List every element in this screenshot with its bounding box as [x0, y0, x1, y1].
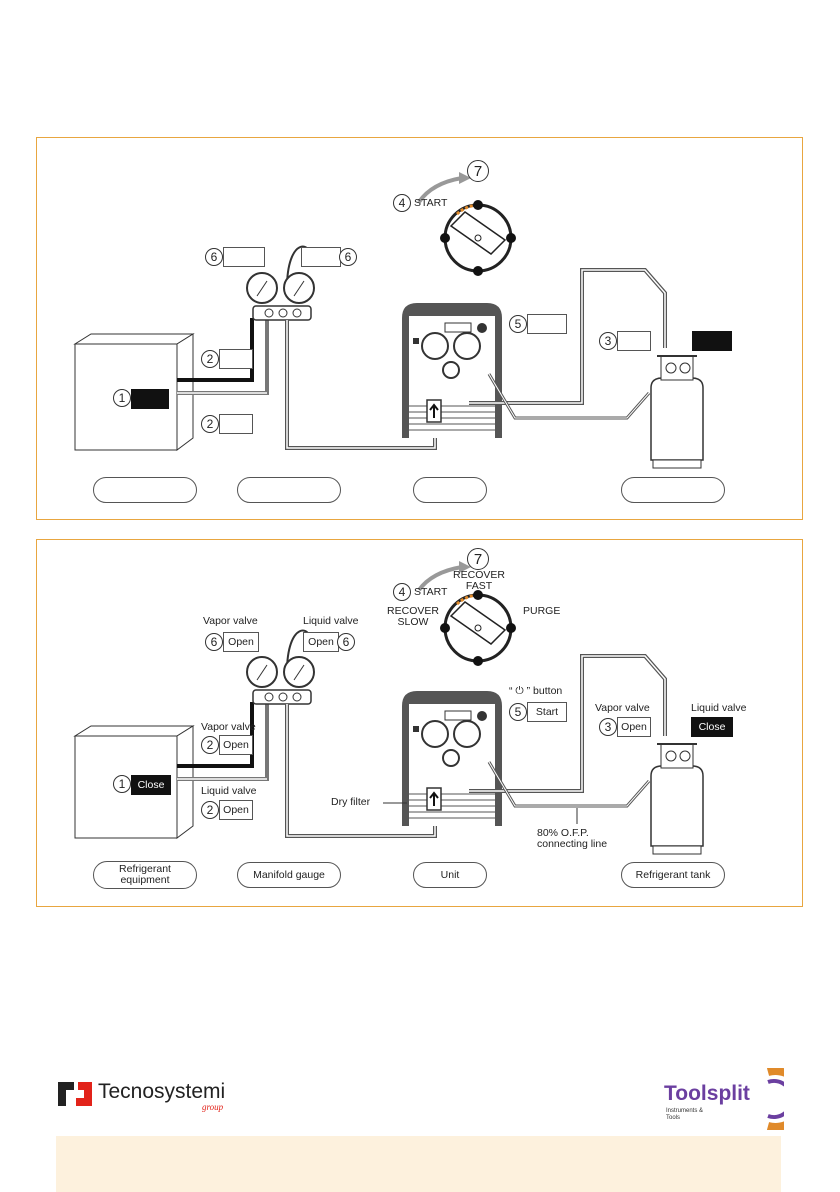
- vapor-open-box-top: [219, 349, 253, 369]
- tank-liquid-box-top: [692, 331, 732, 351]
- step-6-marker-right: 6: [339, 248, 357, 266]
- recovery-unit: [402, 303, 502, 438]
- vapor-valve-box-top: [223, 247, 265, 267]
- step-7-marker: 7: [467, 548, 489, 570]
- diagram-graphics-top: [73, 172, 704, 469]
- refrigerant-tank: [650, 743, 704, 855]
- unit-pill: Unit: [413, 862, 487, 888]
- start-label: START: [414, 586, 448, 598]
- step-7-marker: 7: [467, 160, 489, 182]
- mode-dial: [440, 590, 516, 666]
- diagram-graphics-bottom: [73, 561, 704, 855]
- toolsplit-wordmark: Toolsplit: [664, 1082, 750, 1105]
- step-2-marker-vapor: 2: [201, 350, 219, 368]
- step-4-marker: 4: [393, 194, 411, 212]
- dry-filter-label: Dry filter: [331, 796, 371, 808]
- step-1-marker: 1: [113, 775, 131, 793]
- footer-band: [56, 1136, 781, 1192]
- step-6-marker-left: 6: [205, 248, 223, 266]
- manifold-liquid-open-box: Open: [303, 632, 339, 652]
- manifold-gauge-pill: Manifold gauge: [237, 862, 341, 888]
- step-4-marker: 4: [393, 583, 411, 601]
- step-1-marker: 1: [113, 389, 131, 407]
- equipment-pill-4-top: [621, 477, 725, 503]
- manifold-vapor-valve-label: Vapor valve: [203, 615, 258, 627]
- tecnosystemi-wordmark: Tecnosystemi: [98, 1080, 226, 1103]
- tank-vapor-box-top: [617, 331, 651, 351]
- liquid-valve-box-top: [301, 247, 341, 267]
- step-2-marker-liquid: 2: [201, 801, 219, 819]
- close-box-top: [131, 389, 169, 409]
- equipment-pill-1-top: [93, 477, 197, 503]
- equipment-vapor-open-box: Open: [219, 735, 253, 755]
- equipment-liquid-valve-label: Liquid valve: [201, 785, 257, 797]
- purge-label: PURGE: [523, 605, 561, 617]
- ofp-line-label: 80% O.F.P. connecting line: [537, 827, 608, 850]
- tank-vapor-valve-label: Vapor valve: [595, 702, 650, 714]
- mode-dial: [440, 200, 516, 276]
- diagram-panel-bottom: 7 RECOVER FAST 4 START RECOVER SLOW PURG…: [36, 539, 803, 907]
- equipment-vapor-valve-label: Vapor valve: [201, 721, 256, 733]
- start-box: Start: [527, 702, 567, 722]
- manifold-vapor-open-box: Open: [223, 632, 259, 652]
- tecnosystemi-logo: Tecnosystemi group: [56, 1076, 246, 1112]
- step-5-marker: 5: [509, 703, 527, 721]
- equipment-liquid-open-box: Open: [219, 800, 253, 820]
- recovery-unit: [402, 691, 502, 826]
- tecnosystemi-mark-icon: [58, 1082, 92, 1106]
- recover-fast-label: RECOVER FAST: [453, 569, 505, 592]
- step-6-marker-right: 6: [337, 633, 355, 651]
- power-button-label: “ ⏻ ” button: [509, 685, 563, 697]
- refrigerant-equipment-pill: Refrigerant equipment: [93, 861, 197, 889]
- equipment-pill-2-top: [237, 477, 341, 503]
- step-3-marker: 3: [599, 332, 617, 350]
- start-box-top: [527, 314, 567, 334]
- diagram-panel-top: 7 4 START 6 6 2 2 1 5 3: [36, 137, 803, 520]
- toolsplit-logo: Toolsplit Instruments & Tools: [664, 1068, 784, 1130]
- manifold-liquid-valve-label: Liquid valve: [303, 615, 359, 627]
- start-label: START: [414, 197, 448, 209]
- step-2-marker-liquid: 2: [201, 415, 219, 433]
- refrigerant-tank: [650, 355, 704, 469]
- step-5-marker: 5: [509, 315, 527, 333]
- tank-liquid-valve-label: Liquid valve: [691, 702, 747, 714]
- liquid-open-box-top: [219, 414, 253, 434]
- equipment-close-box: Close: [131, 775, 171, 795]
- manifold-gauge: [246, 245, 315, 321]
- manifold-gauge: [246, 629, 315, 705]
- step-6-marker-left: 6: [205, 633, 223, 651]
- recover-slow-label: RECOVER SLOW: [387, 605, 439, 628]
- equipment-pill-3-top: [413, 477, 487, 503]
- refrigerant-tank-pill: Refrigerant tank: [621, 862, 725, 888]
- toolsplit-sub-text: Instruments & Tools: [666, 1108, 704, 1121]
- tank-close-box: Close: [691, 717, 733, 737]
- step-2-marker-vapor: 2: [201, 736, 219, 754]
- tank-vapor-open-box: Open: [617, 717, 651, 737]
- step-3-marker: 3: [599, 718, 617, 736]
- tecnosystemi-group-text: group: [202, 1102, 224, 1112]
- toolsplit-mark-icon: [766, 1068, 784, 1130]
